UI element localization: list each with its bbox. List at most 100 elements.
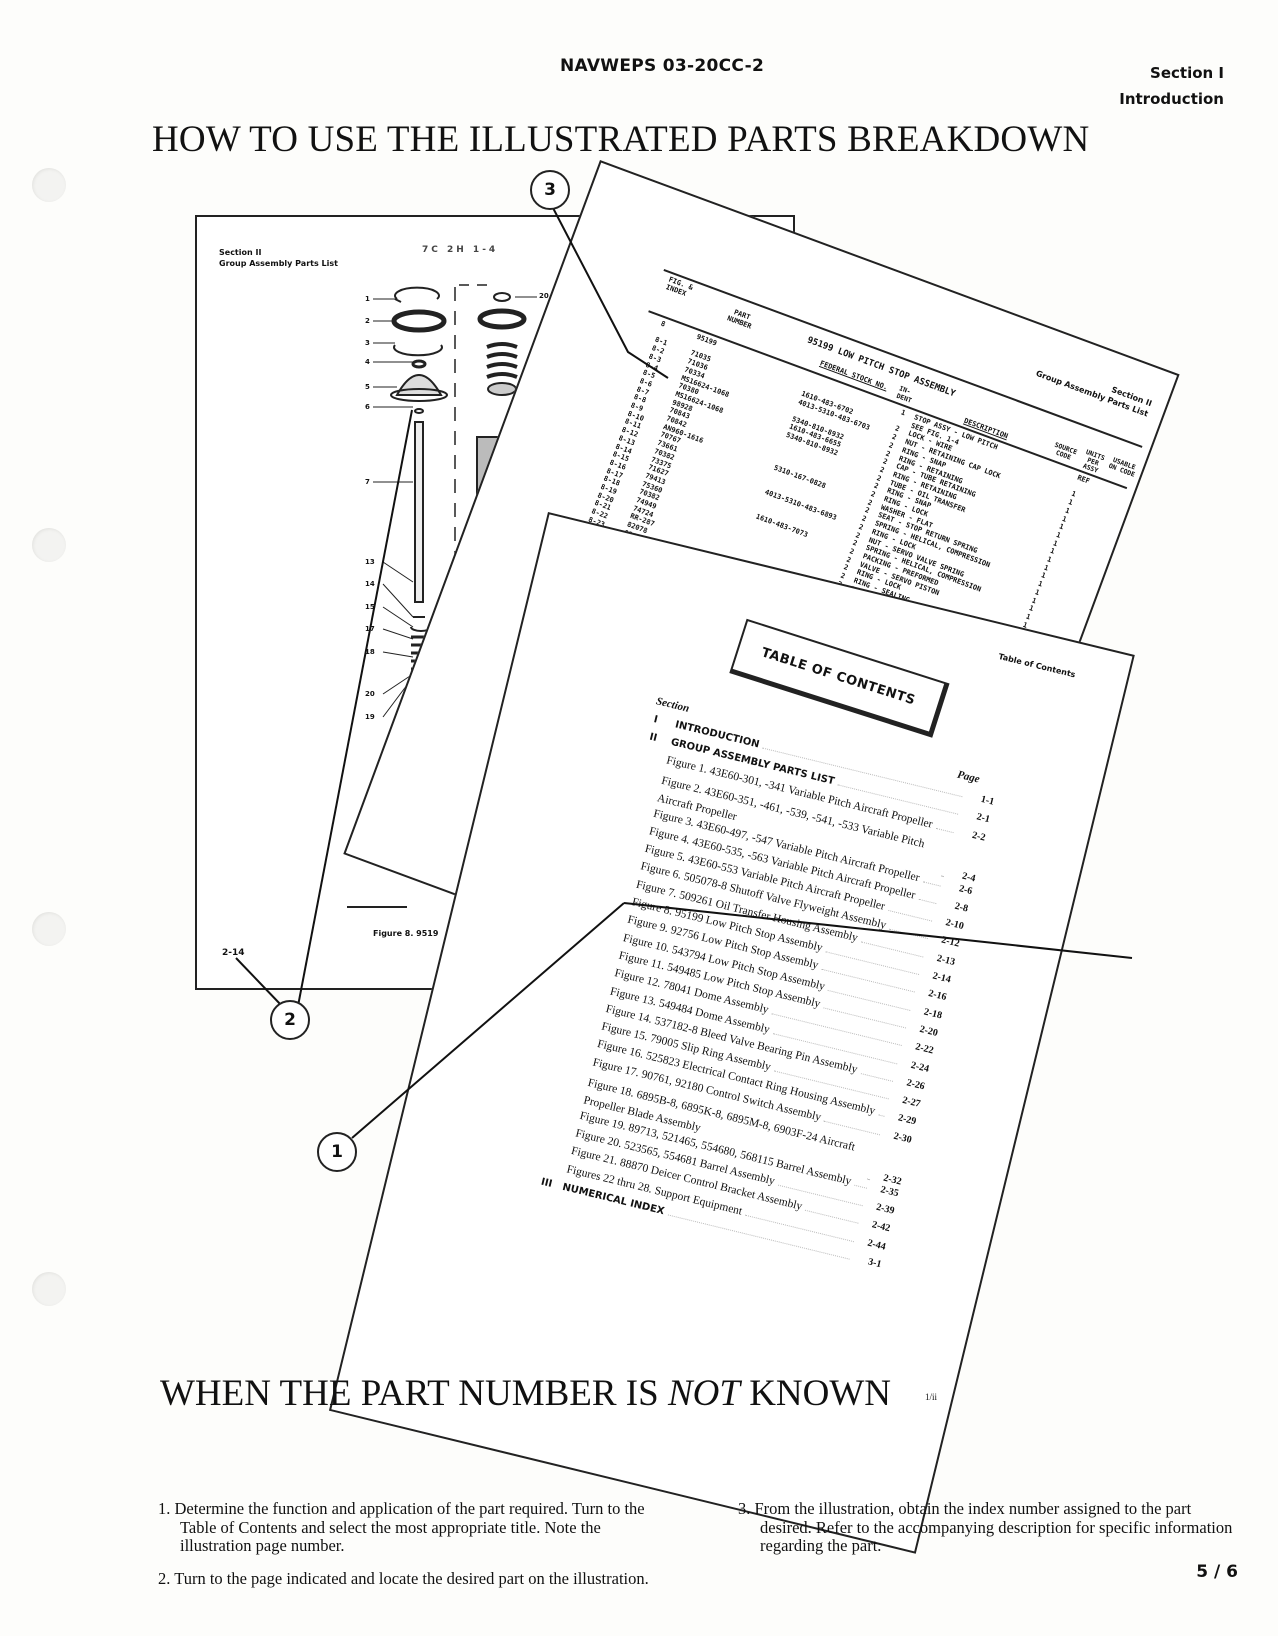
toc-entry-section: III: [539, 1176, 554, 1190]
index-label: 13: [365, 558, 375, 566]
figure-page-subtitle: Group Assembly Parts List: [219, 259, 338, 268]
figure-ref: 7C 2H 1-4: [422, 245, 499, 255]
cell-units: 1: [1055, 530, 1062, 540]
cell-units: REF: [1076, 473, 1091, 486]
cell-units: 1: [1045, 555, 1053, 565]
document-id: NAVWEPS 03-20CC-2: [560, 56, 765, 76]
toc-entry-section: [619, 864, 640, 869]
toc-title-box: TABLE OF CONTENTS: [729, 618, 950, 738]
cell-units: 1: [1033, 587, 1041, 597]
index-label: 19: [365, 713, 375, 721]
cell-indent: 2: [863, 506, 871, 516]
section-label: Section I Introduction: [1119, 60, 1224, 112]
table-row: 8-2382078-12: [482, 477, 834, 613]
cell-indent: 2: [845, 555, 853, 565]
index-label: 1: [365, 295, 370, 303]
cell-indent: 2: [875, 473, 883, 483]
toc-entry-page: 1-1: [979, 793, 996, 808]
cell-stock: 4013-5310-483-6893: [763, 487, 838, 522]
cell-indent: 2: [872, 481, 880, 491]
punch-hole: [32, 912, 66, 946]
cell-indent: 2: [857, 522, 865, 532]
toc-corner-label: Table of Contents: [997, 651, 1077, 680]
cell-indent: 2: [893, 424, 901, 434]
step-1: 1. Determine the function and applicatio…: [158, 1499, 645, 1555]
figure-page-header: Section II Group Assembly Parts List: [219, 247, 338, 269]
section-name: Introduction: [1119, 90, 1224, 108]
page-number: 5 / 6: [1196, 1562, 1238, 1582]
cell-stock: 5310-167-0828: [772, 463, 828, 490]
toc-entry-section: I: [652, 714, 659, 726]
cell-units: 1: [1039, 571, 1047, 581]
cell-indent: 1: [899, 408, 907, 418]
scan-mark: 1/ii: [925, 1391, 938, 1402]
index-label: 17: [365, 625, 375, 633]
cell-units: 1: [1067, 498, 1074, 508]
figure-caption: Figure 8. 9519: [373, 929, 439, 938]
cell-indent: 2: [881, 457, 889, 467]
cell-indent: 2: [851, 538, 859, 548]
toc-entry-section: [588, 989, 609, 994]
cell-units: 1: [1052, 538, 1059, 548]
cell-index: 8: [659, 319, 667, 329]
toc-entry-section: [606, 917, 627, 922]
step-2: 2. Turn to the page indicated and locate…: [158, 1568, 649, 1588]
cell-indent: 2: [890, 432, 898, 442]
cell-units: 1: [1024, 612, 1032, 622]
index-label: 20: [365, 690, 375, 698]
index-label: 3: [365, 339, 370, 347]
table-row: 8-20747242PISTON - SERVO1: [491, 452, 1019, 654]
cell-indent: 2: [878, 465, 886, 475]
punch-hole: [32, 528, 66, 562]
table-row: 8-2679423: [473, 501, 636, 568]
heading-text-end: KNOWN: [739, 1373, 892, 1414]
toc-entry-section: [627, 829, 648, 834]
step-3: 3. From the illustration, obtain the ind…: [738, 1499, 1233, 1555]
toc-entry-section: [580, 1024, 601, 1029]
toc-entry-section: [593, 971, 614, 976]
toc-entry-section: [623, 846, 644, 851]
section-number: Section I: [1150, 64, 1224, 82]
index-label: 6: [365, 403, 370, 411]
index-label: 18: [365, 648, 375, 656]
toc-entry-section: [549, 1149, 570, 1154]
toc-entry-section: [545, 1166, 566, 1171]
toc-entry-section: [597, 953, 618, 958]
parts-list-header: Section II Group Assembly Parts List: [1034, 358, 1154, 420]
cell-indent: 2: [866, 498, 874, 508]
dot-leader: [940, 868, 945, 878]
toc-entry-section: [601, 935, 622, 940]
punch-hole: [32, 1272, 66, 1306]
toc-entry-section: [632, 811, 653, 816]
cell-units: 1: [1042, 563, 1050, 573]
index-label: 2: [365, 317, 370, 325]
dot-leader: [867, 1170, 872, 1180]
cell-units: 1: [1030, 596, 1038, 606]
index-label: 4: [365, 358, 370, 366]
toc-entry-section: [571, 1060, 592, 1065]
toc-entry-section: [575, 1042, 596, 1047]
dot-leader: [877, 1106, 887, 1118]
table-row: 8-2583150: [476, 493, 639, 560]
callout-3: 3: [530, 170, 570, 210]
cell-units: 1: [1064, 506, 1071, 516]
toc-entry-section: [554, 1131, 575, 1136]
punch-hole: [32, 168, 66, 202]
page-title: HOW TO USE THE ILLUSTRATED PARTS BREAKDO…: [152, 119, 1090, 160]
index-label: 7: [365, 478, 370, 486]
